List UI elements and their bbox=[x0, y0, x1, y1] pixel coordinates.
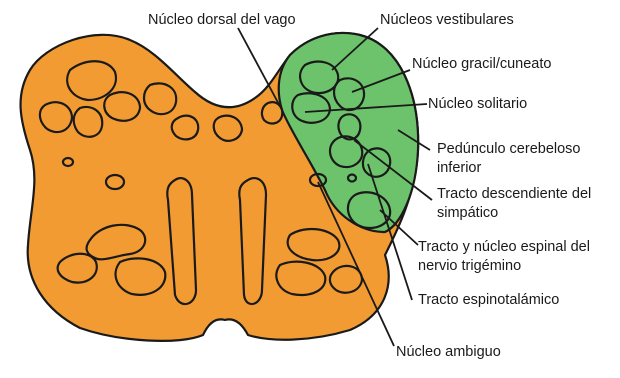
label-trigeminal-line1: Tracto y núcleo espinal del bbox=[418, 239, 590, 255]
label-icp-line1: Pedúnculo cerebeloso bbox=[437, 141, 581, 157]
label-icp-line2: inferior bbox=[437, 160, 481, 176]
label-sympathetic-line1: Tracto descendiente del bbox=[437, 186, 591, 202]
label-solitary: Núcleo solitario bbox=[428, 96, 527, 112]
label-trigeminal-line2: nervio trigémino bbox=[418, 258, 521, 274]
label-ambiguus: Núcleo ambiguo bbox=[396, 344, 501, 360]
label-vestibular: Núcleos vestibulares bbox=[380, 12, 514, 28]
label-spinothalamic: Tracto espinotalámico bbox=[418, 292, 559, 308]
label-dorsal-vagus: Núcleo dorsal del vago bbox=[148, 12, 296, 28]
label-gracile-cuneate: Núcleo gracil/cuneato bbox=[412, 56, 551, 72]
label-sympathetic-line2: simpático bbox=[437, 205, 498, 221]
